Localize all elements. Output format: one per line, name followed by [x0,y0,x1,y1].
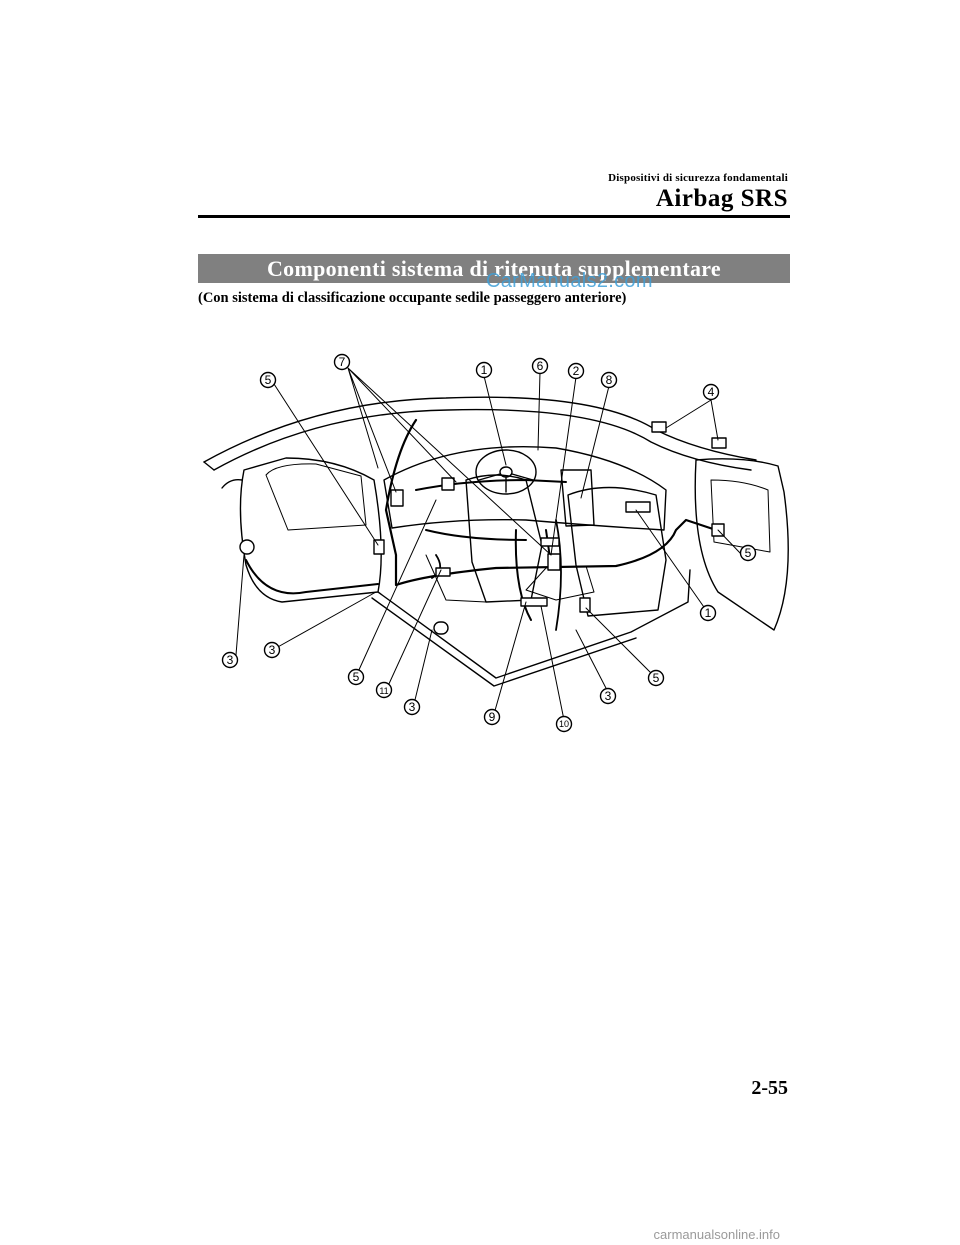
svg-text:1: 1 [481,363,488,377]
svg-text:6: 6 [537,359,544,373]
callout-5-right: 5 [739,544,757,562]
callout-7: 7 [333,353,351,371]
section-label: Dispositivi di sicurezza fondamentali [608,172,788,184]
svg-text:10: 10 [559,719,569,729]
svg-text:3: 3 [227,653,234,667]
callout-9: 9 [483,708,501,726]
header-rule [198,215,790,218]
svg-text:1: 1 [705,606,712,620]
car-body-outline [203,396,789,687]
svg-text:7: 7 [339,355,346,369]
callout-1-right: 1 [699,604,717,622]
svg-text:3: 3 [269,643,276,657]
callout-5-bottom-left: 5 [347,668,365,686]
chapter-title: Airbag SRS [655,185,788,212]
callout-2: 2 [567,362,585,380]
diagram-subtitle: (Con sistema di classificazione occupant… [198,290,627,306]
site-footer-link[interactable]: carmanualsonline.info [653,1227,780,1242]
callout-5-left: 5 [259,371,277,389]
callout-8: 8 [600,371,618,389]
watermark-link[interactable]: CarManuals2.com [486,270,653,292]
callout-10: 10 [555,715,573,733]
srs-components-diagram: 1 6 2 8 7 5 4 5 1 3 3 5 11 3 9 10 3 5 [203,353,789,733]
callout-1-top: 1 [475,361,493,379]
callout-4: 4 [702,383,720,401]
svg-text:4: 4 [708,385,715,399]
callout-5-bottom-right: 5 [647,669,665,687]
svg-text:5: 5 [265,373,272,387]
callout-3-right: 3 [599,687,617,705]
component-modules [239,421,727,635]
svg-text:3: 3 [409,700,416,714]
section-banner: Componenti sistema di ritenuta supplemen… [198,254,790,283]
page-number: 2-55 [751,1077,788,1099]
callout-3-bottom: 3 [403,698,421,716]
svg-text:11: 11 [379,686,388,696]
callout-6: 6 [531,357,549,375]
callout-11: 11 [375,681,393,699]
svg-text:2: 2 [573,364,580,378]
callout-3-far-left: 3 [221,651,239,669]
svg-text:5: 5 [745,546,752,560]
svg-text:5: 5 [353,670,360,684]
callout-3-left: 3 [263,641,281,659]
svg-text:3: 3 [605,689,612,703]
svg-text:9: 9 [489,710,496,724]
callout-markers: 1 6 2 8 7 5 4 5 1 3 3 5 11 3 9 10 3 5 [221,353,757,733]
svg-text:5: 5 [653,671,660,685]
leader-lines [235,367,743,721]
svg-text:8: 8 [606,373,613,387]
